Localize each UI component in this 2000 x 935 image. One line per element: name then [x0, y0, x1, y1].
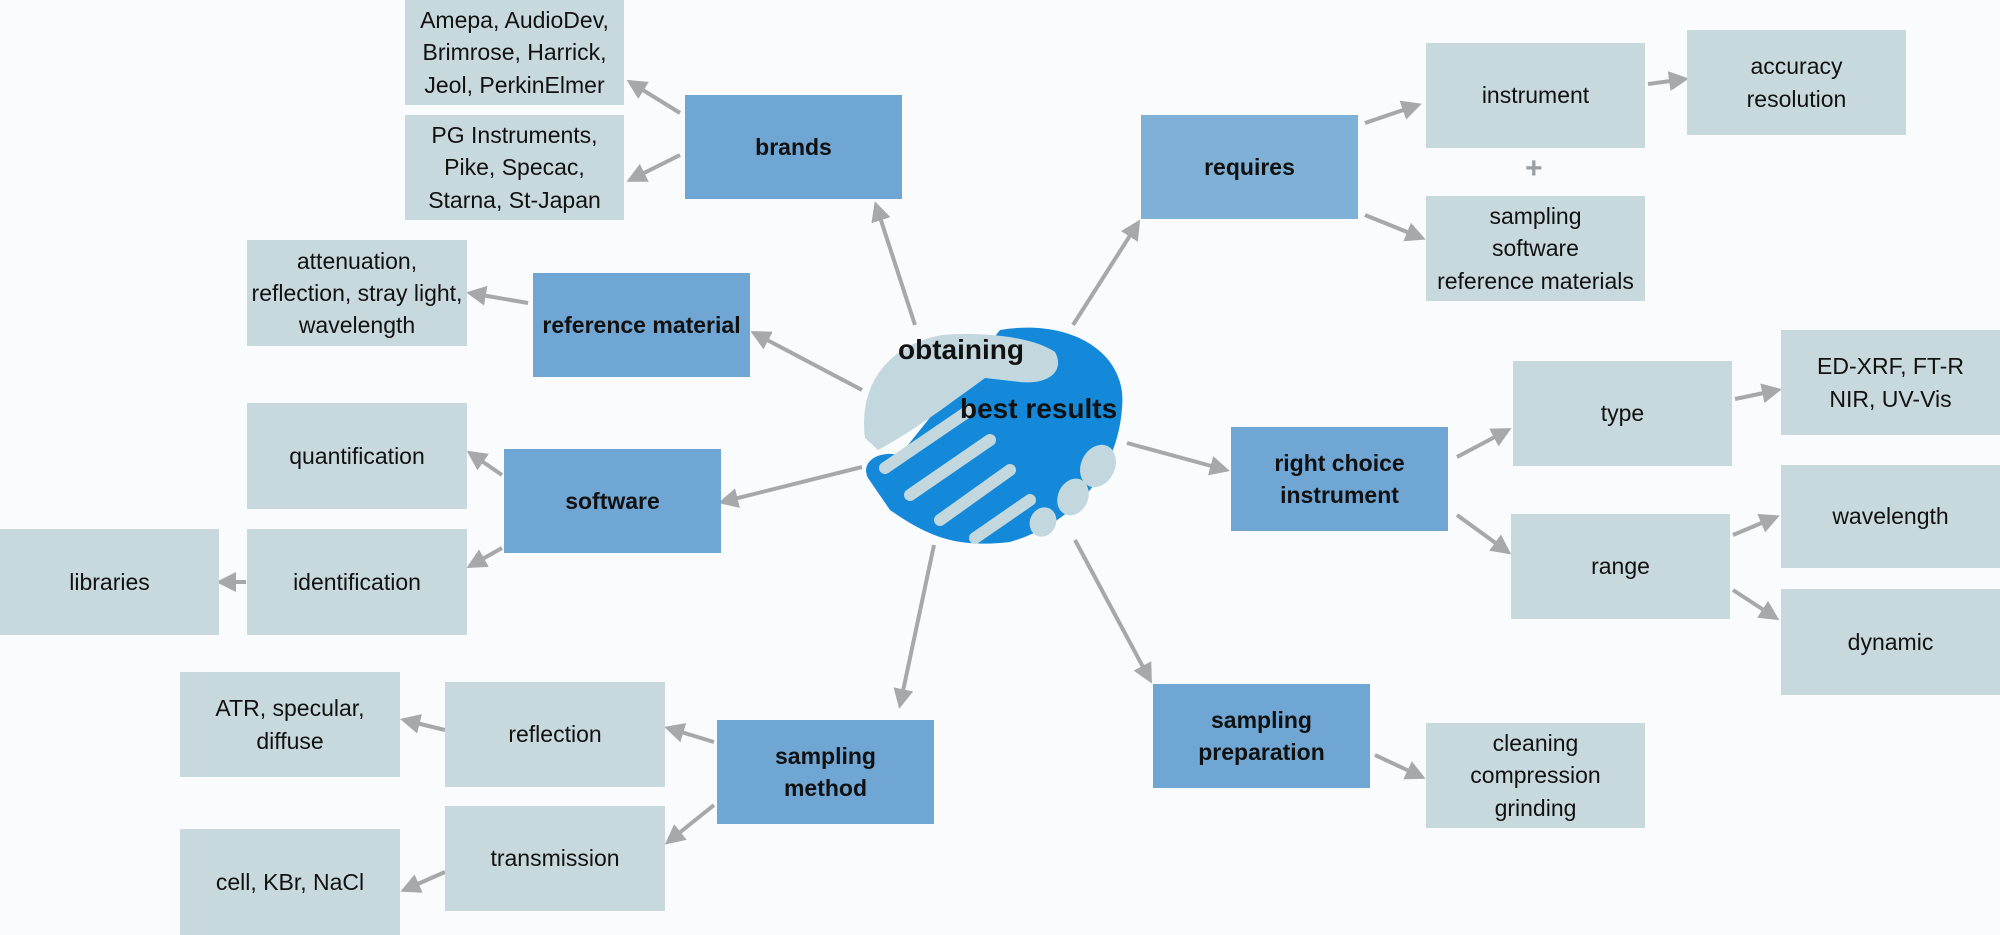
arrow-range-wavelength [1732, 513, 1780, 537]
arrow-hub-preparation [1073, 539, 1152, 684]
leaf-transmission-detail: cell, KBr, NaCl [180, 829, 400, 935]
finger-3 [934, 464, 1016, 526]
hub-label-best-results: best results [960, 393, 1118, 424]
finger-4 [969, 494, 1036, 544]
arrow-hub-software [718, 465, 863, 508]
hand-light [863, 333, 1059, 450]
leaf-brands-list-a: Amepa, AudioDev, Brimrose, Harrick, Jeol… [405, 0, 624, 105]
leaf-reflection-detail: ATR, specular, diffuse [180, 672, 400, 777]
hub-label-obtaining: obtaining [898, 334, 1024, 365]
arrow-sampling-transmission [664, 803, 716, 845]
arrow-hub-brands [871, 201, 917, 326]
leaf-reference-detail: attenuation, reflection, stray light, wa… [247, 240, 467, 346]
arrow-range-dynamic [1731, 588, 1780, 621]
arrow-sampling-reflection [664, 723, 715, 744]
category-reference-material: reference material [533, 273, 750, 377]
arrow-hub-rightchoice [1126, 441, 1230, 476]
arrow-type-detail [1734, 383, 1782, 404]
leaf-type: type [1513, 361, 1732, 466]
arrow-preparation-detail [1374, 753, 1426, 780]
arrow-brands-a [626, 79, 682, 115]
fingertip-2 [1057, 478, 1089, 516]
leaf-accuracy-resolution: accuracy resolution [1687, 30, 1906, 135]
category-software: software [504, 449, 721, 553]
leaf-wavelength: wavelength [1781, 465, 2000, 568]
arrow-rightchoice-range [1455, 513, 1512, 555]
arrow-rightchoice-type [1456, 428, 1512, 459]
arrow-hub-requires [1071, 219, 1141, 327]
plus-sign: + [1525, 152, 1543, 185]
arrow-software-ident [466, 546, 503, 568]
arrow-reflection-detail [400, 714, 446, 734]
finger-2 [904, 434, 996, 501]
category-sampling-method: sampling method [717, 720, 934, 824]
arrow-requires-sampling [1364, 213, 1426, 242]
fingertip-1 [1080, 444, 1116, 488]
leaf-preparation-detail: cleaning compression grinding [1426, 723, 1645, 828]
leaf-libraries: libraries [0, 529, 219, 635]
arrow-refmat-detail [466, 285, 529, 306]
hand-blue [866, 327, 1123, 544]
leaf-brands-list-b: PG Instruments, Pike, Specac, Starna, St… [405, 115, 624, 220]
arrow-software-quant [466, 450, 504, 477]
arrow-brands-b [626, 153, 681, 182]
category-sampling-preparation: sampling preparation [1153, 684, 1370, 788]
leaf-identification: identification [247, 529, 467, 635]
leaf-instrument: instrument [1426, 43, 1645, 148]
leaf-dynamic: dynamic [1781, 589, 2000, 695]
arrow-instrument-accuracy [1647, 71, 1689, 92]
leaf-reflection: reflection [445, 682, 665, 787]
leaf-type-detail: ED-XRF, FT-R NIR, UV-Vis [1781, 330, 2000, 435]
handshake-icon [863, 327, 1123, 544]
arrow-hub-refmat [750, 331, 863, 392]
arrow-transmission-detail [400, 870, 446, 893]
leaf-quantification: quantification [247, 403, 467, 509]
finger-1 [879, 404, 976, 474]
leaf-sampling-software-reference: sampling software reference materials [1426, 196, 1645, 301]
leaf-transmission: transmission [445, 806, 665, 911]
fingertip-3 [1029, 507, 1057, 537]
category-requires: requires [1141, 115, 1358, 219]
category-brands: brands [685, 95, 902, 199]
arrow-hub-sampling [893, 544, 936, 709]
category-right-choice-instrument: right choice instrument [1231, 427, 1448, 531]
arrow-requires-instrument [1364, 100, 1422, 125]
leaf-range: range [1511, 514, 1730, 619]
